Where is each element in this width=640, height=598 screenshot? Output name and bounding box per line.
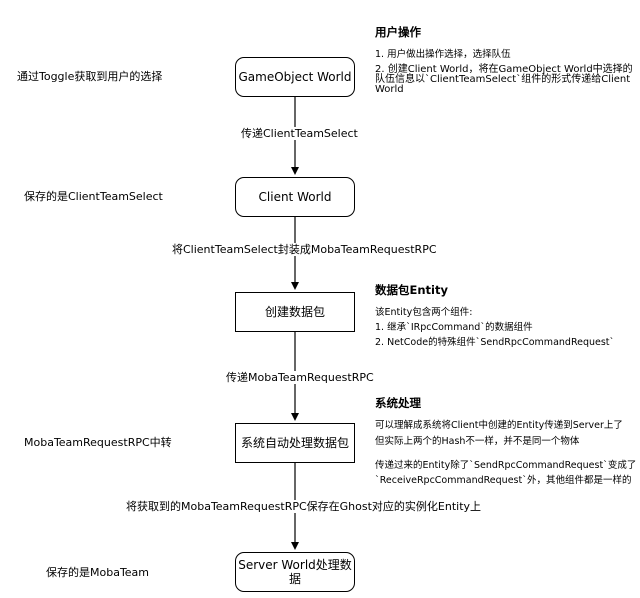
note-system-proc-line-2: 但实际上两个的Hash不一样，并不是同一个物体: [375, 436, 580, 447]
node-system-process: 系统自动处理数据包: [235, 423, 355, 463]
note-system-proc-line-3: 传递过来的Entity除了`SendRpcCommandRequest`变成了: [375, 460, 637, 471]
side-note-toggle: 通过Toggle获取到用户的选择: [17, 70, 163, 83]
edge-label-save-on-ghost: 将获取到的MobaTeamRequestRPC保存在Ghost对应的实例化Ent…: [126, 500, 482, 513]
side-note-moba-team: 保存的是MobaTeam: [46, 566, 150, 579]
side-note-rpc-relay: MobaTeamRequestRPC中转: [24, 436, 172, 449]
edge-label-pass-client-team-select: 传递ClientTeamSelect: [241, 127, 358, 140]
node-client-world-label: Client World: [258, 190, 332, 204]
node-gameobject-world-label: GameObject World: [238, 70, 352, 84]
node-create-packet-label: 创建数据包: [264, 305, 325, 319]
edge-label-wrap-rpc: 将ClientTeamSelect封装成MobaTeamRequestRPC: [172, 243, 437, 256]
node-create-packet: 创建数据包: [235, 292, 355, 332]
side-note-client-team-select: 保存的是ClientTeamSelect: [24, 190, 163, 203]
node-gameobject-world: GameObject World: [235, 57, 355, 97]
note-packet-entity-line-3: 2. NetCode的特殊组件`SendRpcCommandRequest`: [375, 337, 615, 348]
note-packet-entity-title: 数据包Entity: [375, 283, 448, 297]
node-client-world: Client World: [235, 177, 355, 217]
node-server-world: Server World处理数据: [235, 552, 355, 592]
note-packet-entity-line-1: 该Entity包含两个组件:: [375, 307, 473, 318]
note-packet-entity-line-2: 1. 继承`IRpcCommand`的数据组件: [375, 322, 533, 333]
note-user-ops-line-1: 1. 用户做出操作选择，选择队伍: [375, 49, 511, 60]
note-user-ops-title: 用户操作: [375, 25, 421, 39]
node-system-process-label: 系统自动处理数据包: [240, 436, 349, 450]
edge-label-pass-rpc: 传递MobaTeamRequestRPC: [226, 371, 374, 384]
note-user-ops-line-2: 2. 创建Client World，将在GameObject World中选择的…: [375, 64, 633, 95]
node-server-world-label: Server World处理数据: [238, 558, 352, 586]
note-system-proc-title: 系统处理: [375, 396, 421, 410]
note-system-proc-line-4: `ReceiveRpcCommandRequest`外，其他组件都是一样的: [375, 475, 632, 486]
note-system-proc-line-1: 可以理解成系统将Client中创建的Entity传递到Server上了: [375, 420, 623, 431]
